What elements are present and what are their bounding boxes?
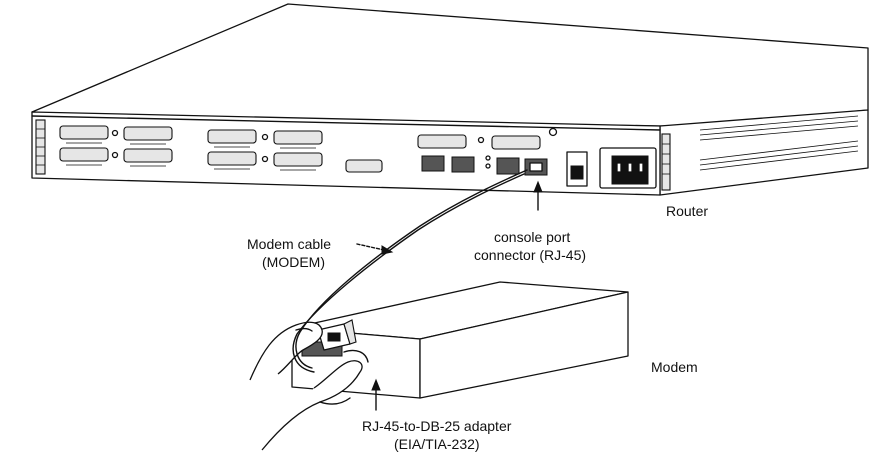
- adapter-sublabel: (EIA/TIA-232): [394, 436, 480, 452]
- router-right-ear: [662, 134, 670, 190]
- adapter-label: RJ-45-to-DB-25 adapter: [362, 418, 512, 434]
- aux-serial-port: [346, 160, 382, 172]
- leader-modem-cable: [357, 244, 392, 254]
- router: [32, 4, 868, 195]
- modem-label: Modem: [651, 359, 698, 375]
- power-switch: [567, 152, 587, 186]
- router-top-panel: [32, 4, 868, 126]
- console-port-label: console port: [494, 229, 570, 245]
- console-port-sublabel: connector (RJ-45): [474, 247, 586, 263]
- router-label: Router: [666, 203, 708, 219]
- router-left-ear: [36, 120, 45, 174]
- modem-cable-sublabel: (MODEM): [262, 254, 325, 270]
- power-inlet: [600, 148, 656, 188]
- modem-cable-label: Modem cable: [247, 236, 331, 252]
